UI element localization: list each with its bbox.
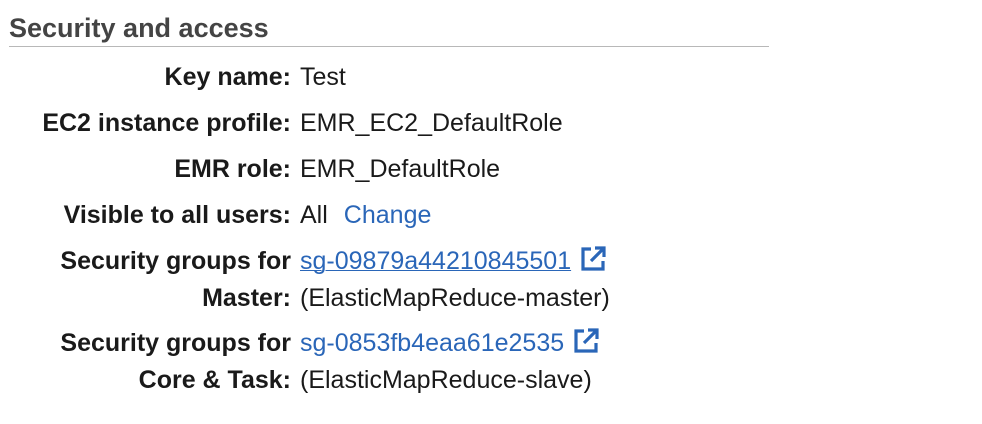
sg-core-task-group-name: (ElasticMapReduce-slave) xyxy=(300,366,592,394)
sg-master-label-line2: Master: xyxy=(202,284,291,312)
ec2-instance-profile-value: EMR_EC2_DefaultRole xyxy=(300,109,563,137)
section-title: Security and access xyxy=(9,13,269,43)
sg-core-task-label-line2: Core & Task: xyxy=(138,366,291,394)
emr-role-value: EMR_DefaultRole xyxy=(300,155,501,183)
visible-to-all-users-value: All xyxy=(300,201,328,229)
external-link-icon[interactable] xyxy=(572,327,600,355)
change-visibility-link[interactable]: Change xyxy=(343,201,432,229)
sg-core-task-id-container: sg-0853fb4eaa61e2535 xyxy=(300,325,600,361)
sg-master-group-name: (ElasticMapReduce-master) xyxy=(300,284,610,312)
sg-core-task-label-line1: Security groups for xyxy=(60,329,291,357)
emr-role-label: EMR role: xyxy=(174,155,291,183)
external-link-icon[interactable] xyxy=(579,245,607,273)
sg-core-task-id-link[interactable]: sg-0853fb4eaa61e2535 xyxy=(300,329,565,357)
key-name-label: Key name: xyxy=(164,63,291,91)
visible-to-all-users-value-container: All Change xyxy=(300,197,431,233)
sg-master-label-line1: Security groups for xyxy=(60,247,291,275)
ec2-instance-profile-label: EC2 instance profile: xyxy=(42,109,291,137)
sg-master-id-link[interactable]: sg-09879a44210845501 xyxy=(300,247,572,275)
visible-to-all-users-label: Visible to all users: xyxy=(63,201,291,229)
section-divider xyxy=(9,46,769,47)
sg-master-id-container: sg-09879a44210845501 xyxy=(300,243,607,279)
key-name-value: Test xyxy=(300,63,346,91)
